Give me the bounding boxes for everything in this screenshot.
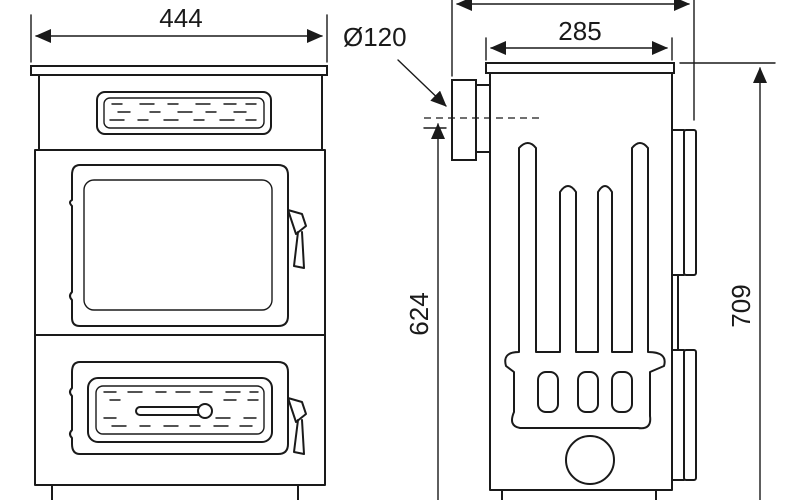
total-height-dimension: 709: [679, 62, 776, 500]
side-depth-label: 285: [558, 16, 601, 46]
flue-height-label: 624: [404, 292, 434, 335]
side-upper-door-edge: [683, 129, 697, 276]
front-lower-door: [69, 361, 289, 455]
front-top-plate: [30, 65, 328, 76]
front-lower-door-frame: [34, 334, 326, 486]
side-ribs: [504, 142, 666, 430]
flue-height-dimension: 624: [404, 123, 445, 500]
total-height-label: 709: [726, 284, 756, 327]
side-door-hinges: [671, 129, 685, 481]
front-view: 444: [30, 3, 328, 500]
side-legs: [501, 489, 657, 500]
flue-diameter-label: Ø120: [343, 22, 407, 52]
front-upper-door: [69, 164, 289, 327]
flue-collar: [451, 79, 491, 161]
overall-width-dimension: [451, 0, 695, 121]
side-air-inlet: [565, 435, 615, 485]
side-depth-dimension: 285: [485, 16, 673, 61]
flue-diameter-callout: Ø120: [343, 22, 540, 129]
front-top-grille: [96, 91, 272, 135]
side-lower-door-edge: [683, 349, 697, 481]
front-upper-body: [38, 74, 323, 151]
side-top-plate: [485, 62, 675, 74]
front-width-dimension: 444: [30, 3, 328, 63]
front-upper-door-frame: [34, 149, 326, 336]
front-lower-grille: [87, 377, 273, 443]
front-glass-window: [83, 179, 273, 311]
front-upper-handle: [287, 209, 307, 269]
air-slider-knob: [197, 403, 213, 419]
side-view: 285 Ø120 624 709: [343, 0, 776, 500]
front-width-label: 444: [159, 3, 202, 33]
front-lower-handle: [287, 397, 307, 455]
front-legs: [51, 484, 299, 500]
air-slider: [135, 406, 207, 416]
